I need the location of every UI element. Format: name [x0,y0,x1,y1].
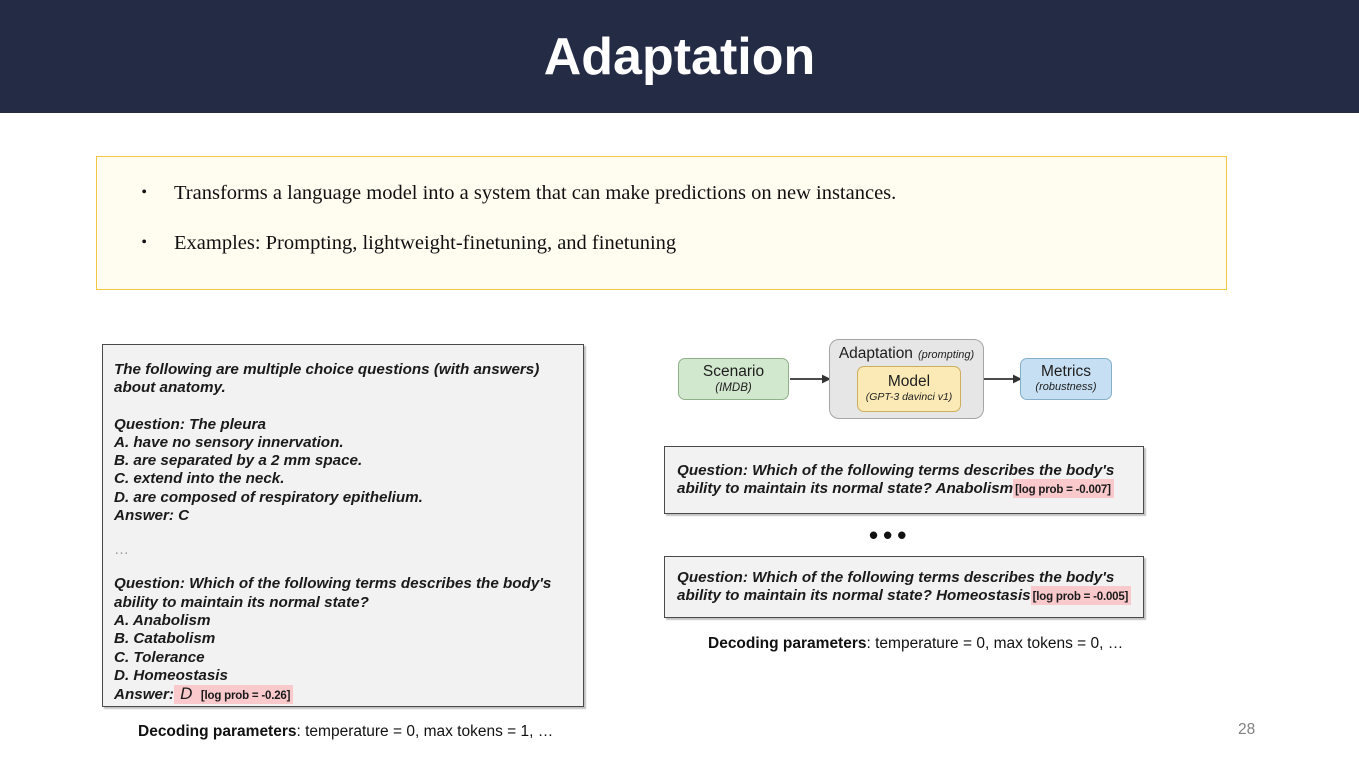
bullet-marker-icon: • [141,184,147,201]
bullet-text: Transforms a language model into a syste… [174,182,897,204]
target-choice-b: B. Catabolism [114,630,216,648]
target-choice-d: D. Homeostasis [114,666,228,684]
target-choice-a: A. Anabolism [114,611,211,629]
spacer [114,398,574,416]
right-prompt-box-anabolism: Question: Which of the following terms d… [664,446,1144,514]
bullet-text: Examples: Prompting, lightweight-finetun… [174,231,677,254]
right-question-text: Question: Which of the following terms d… [677,462,1119,498]
diagram-node-adaptation: Adaptation (prompting) Model (GPT-3 davi… [829,339,984,419]
right-logprob: [log prob = -0.005] [1032,591,1129,604]
example-choice-b: B. are separated by a 2 mm space. [114,452,363,470]
bullet-marker-icon: • [141,233,147,251]
example-question-text: Question: The pleura [114,415,266,433]
left-decoding-parameters: Decoding parameters: temperature = 0, ma… [138,723,553,741]
page-title: Adaptation [543,27,816,86]
right-logprob-highlight: [log prob = -0.007] [1013,479,1114,499]
answer-logprob: [log prob = -0.26] [200,690,291,703]
answer-label: Answer: [114,686,174,704]
slide-header-bar: Adaptation [0,0,1359,113]
scenario-subtitle: (IMDB) [715,381,752,394]
diagram-node-metrics: Metrics (robustness) [1020,358,1112,400]
model-subtitle: (GPT-3 davinci v1) [865,391,953,404]
example-answer-text: Answer: C [114,507,190,525]
answer-value: D [180,684,193,704]
target-question-text: Question: Which of the following terms d… [114,575,556,611]
callout-box: • Transforms a language model into a sys… [96,156,1227,290]
right-prompt-box-homeostasis: Question: Which of the following terms d… [664,556,1144,618]
target-answer-row: Answer: D [log prob = -0.26] [114,685,574,705]
right-logprob-highlight: [log prob = -0.005] [1030,586,1132,606]
prompt-intro-text: The following are multiple choice questi… [114,361,544,397]
example-choice-c: C. extend into the neck. [114,470,285,488]
adaptation-header: Adaptation (prompting) [839,345,974,363]
list-item: • Examples: Prompting, lightweight-finet… [107,231,1217,257]
metrics-title: Metrics [1041,363,1091,381]
target-choice-c: C. Tolerance [114,648,205,666]
decoding-values: : temperature = 0, max tokens = 1, … [296,723,554,740]
decoding-values: : temperature = 0, max tokens = 0, … [866,635,1124,652]
adaptation-subtitle: (prompting) [917,349,975,361]
left-prompt-content: The following are multiple choice questi… [114,361,574,705]
right-decoding-parameters: Decoding parameters: temperature = 0, ma… [708,635,1123,653]
arrow-scenario-to-adaptation-icon [790,374,831,384]
prompt-ellipsis: … [114,541,131,559]
diagram-node-model: Model (GPT-3 davinci v1) [857,366,961,412]
scenario-title: Scenario [702,362,765,380]
adaptation-title: Adaptation [838,345,913,362]
list-item: • Transforms a language model into a sys… [107,181,1217,207]
spacer [114,525,574,543]
pipeline-diagram: Scenario (IMDB) Adaptation (prompting) M… [664,330,1144,430]
answer-highlight: D [log prob = -0.26] [173,684,294,705]
vertical-ellipsis-separator: ••• [869,520,912,550]
arrow-adaptation-to-metrics-icon [984,374,1022,384]
right-logprob: [log prob = -0.007] [1015,484,1111,497]
example-choice-d: D. are composed of respiratory epitheliu… [114,488,423,506]
model-title: Model [887,373,931,391]
bullet-list: • Transforms a language model into a sys… [107,181,1217,280]
page-number: 28 [1238,721,1256,738]
right-prompt-content: Question: Which of the following terms d… [677,462,1133,499]
metrics-subtitle: (robustness) [1035,381,1097,394]
spacer [114,557,574,575]
diagram-node-scenario: Scenario (IMDB) [678,358,789,400]
right-question-text: Question: Which of the following terms d… [677,569,1119,605]
right-prompt-content: Question: Which of the following terms d… [677,569,1133,606]
example-choice-a: A. have no sensory innervation. [114,433,344,451]
decoding-label: Decoding parameters [138,723,297,740]
decoding-label: Decoding parameters [708,635,867,652]
left-prompt-box: The following are multiple choice questi… [102,344,584,707]
